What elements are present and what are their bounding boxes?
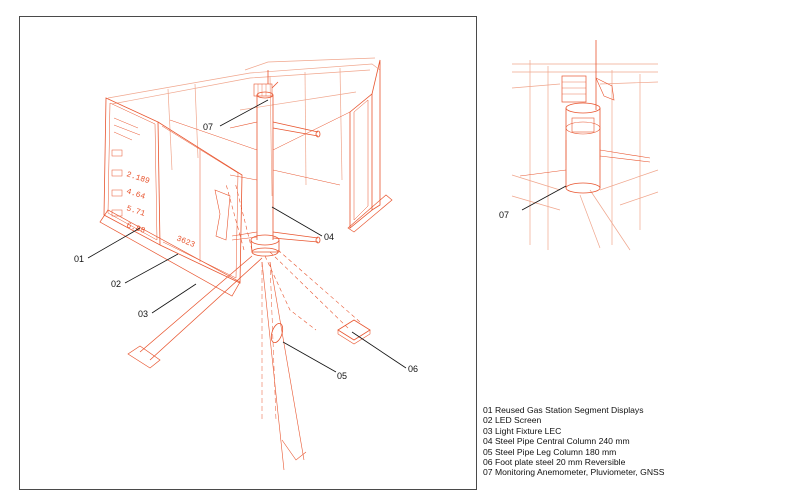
legend-item: 01 Reused Gas Station Segment Displays (483, 405, 644, 415)
main-view-frame (19, 16, 477, 490)
legend-item: 06 Foot plate steel 20 mm Reversible (483, 457, 626, 468)
legend-item: 03 Light Fixture LEC (483, 425, 562, 436)
structure-drawing (99, 57, 393, 471)
right-display-panel (349, 59, 381, 229)
callout-03: 03 (138, 309, 148, 319)
sign-price-3: 5.71 (125, 204, 146, 219)
leader-lines (87, 99, 407, 373)
legend-item: 05 Steel Pipe Leg Column 180 mm (483, 446, 617, 457)
central-column (169, 70, 351, 257)
callout-07: 07 (203, 122, 213, 132)
detail-callout-07: 07 (499, 210, 509, 220)
callout-04: 04 (324, 232, 334, 242)
legend-item: 04 Steel Pipe Central Column 240 mm (483, 436, 630, 447)
legend: 01 Reused Gas Station Segment Displays 0… (483, 405, 783, 478)
screen-code: 3623 (175, 234, 196, 250)
sign-price-1: 2.189 (125, 170, 151, 186)
callout-01: 01 (74, 254, 84, 264)
sign-price-2: 4.64 (125, 187, 146, 202)
detail-view (511, 40, 659, 251)
legend-item: 02 LED Screen (483, 415, 542, 426)
sign-price-4: 6.88 (125, 221, 146, 236)
callout-02: 02 (111, 279, 121, 289)
foot-plate (337, 319, 371, 345)
callout-06: 06 (408, 364, 418, 374)
detail-leader-line (521, 185, 567, 211)
callouts: 01 02 03 04 05 06 07 (74, 122, 418, 381)
sign-text-group: 2.189 4.64 5.71 6.88 3623 (125, 170, 196, 250)
callout-05: 05 (337, 371, 347, 381)
leg-columns (127, 181, 361, 471)
legend-item: 07 Monitoring Anemometer, Pluviometer, G… (483, 467, 665, 478)
led-screen-panel (157, 121, 243, 284)
